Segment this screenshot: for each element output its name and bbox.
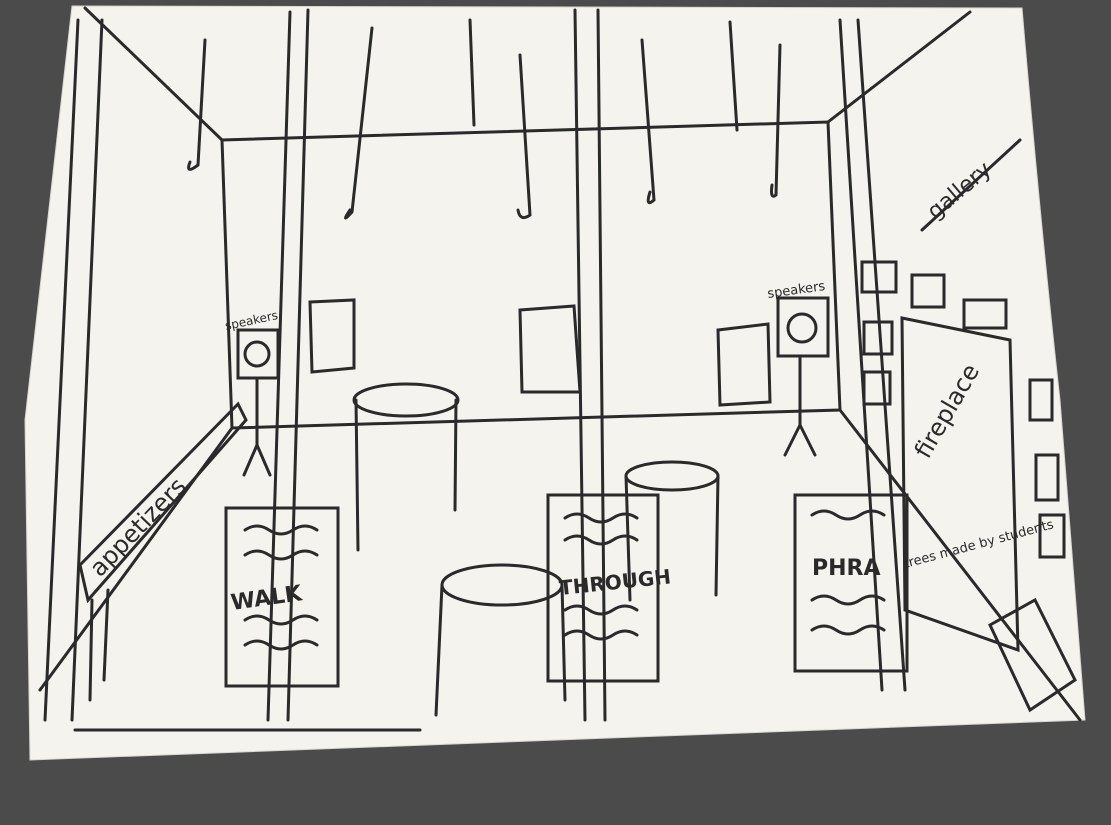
paper-sheet	[25, 6, 1085, 760]
label-poster-phra: PHRA	[812, 556, 881, 581]
